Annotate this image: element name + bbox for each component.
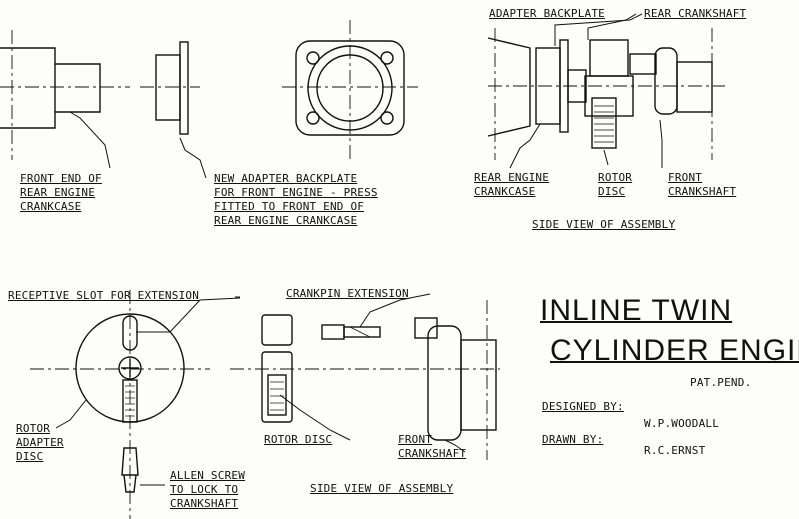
front-end-label-line2: REAR ENGINE (20, 186, 96, 199)
rotor-disc-bottom-label: ROTOR DISC (264, 433, 333, 446)
title-line2: CYLINDER ENGINE (550, 334, 799, 367)
rear-crankcase-part (0, 30, 130, 169)
front-end-label: FRONT END OF REAR ENGINE CRANKCASE (20, 172, 102, 214)
designed-by-label: DESIGNED BY: (542, 400, 624, 413)
rotor-disc-top-label-line2: DISC (598, 185, 626, 198)
front-end-label-line1: FRONT END OF (20, 172, 102, 185)
allen-screw-label-line1: ALLEN SCREW (170, 469, 246, 482)
rotor-adapter-disc-label-line2: ADAPTER (16, 436, 64, 449)
rotor-adapter-disc-label-line1: ROTOR (16, 422, 51, 435)
rear-engine-label-line1: REAR ENGINE (474, 171, 550, 184)
rotor-adapter-disc-label-line3: DISC (16, 450, 44, 463)
adapter-backplate-side (140, 41, 207, 179)
side-view-bottom-caption: SIDE VIEW OF ASSEMBLY (310, 482, 454, 495)
drawn-by-value: R.C.ERNST (644, 444, 706, 457)
new-adapter-label-line3: FITTED TO FRONT END OF (214, 200, 365, 213)
new-adapter-label-line1: NEW ADAPTER BACKPLATE (214, 172, 358, 185)
rotor-disc-top-label: ROTOR DISC (598, 171, 632, 199)
top-assembly (487, 13, 725, 169)
front-crankshaft-bottom-label-line2: CRANKSHAFT (398, 447, 467, 460)
new-adapter-label-line4: REAR ENGINE CRANKCASE (214, 214, 358, 227)
front-crankshaft-top-label-line2: CRANKSHAFT (668, 185, 737, 198)
rear-engine-label-line2: CRANKCASE (474, 185, 536, 198)
pat-pend: PAT.PEND. (690, 376, 752, 389)
crankpin-extension-label: CRANKPIN EXTENSION (286, 287, 409, 300)
rear-engine-label: REAR ENGINE CRANKCASE (474, 171, 549, 199)
front-crankshaft-bottom-label: FRONT CRANKSHAFT (398, 433, 466, 461)
front-crankshaft-top-label: FRONT CRANKSHAFT (668, 171, 736, 199)
bottom-assembly (230, 293, 500, 460)
front-end-label-line3: CRANKCASE (20, 200, 82, 213)
front-crankshaft-top-label-line1: FRONT (668, 171, 703, 184)
adapter-backplate-front (282, 20, 418, 160)
receptive-slot-label: RECEPTIVE SLOT FOR EXTENSION (8, 289, 200, 302)
drawn-by-label: DRAWN BY: (542, 433, 604, 446)
adapter-backplate-label: ADAPTER BACKPLATE (489, 7, 605, 20)
allen-screw-label-line2: TO LOCK TO (170, 483, 239, 496)
new-adapter-label-line2: FOR FRONT ENGINE - PRESS (214, 186, 378, 199)
front-crankshaft-bottom-label-line1: FRONT (398, 433, 433, 446)
allen-screw-label: ALLEN SCREW TO LOCK TO CRANKSHAFT (170, 469, 245, 511)
allen-screw-label-line3: CRANKSHAFT (170, 497, 239, 510)
designed-by-value: W.P.WOODALL (644, 417, 720, 430)
rotor-adapter-disc (30, 290, 241, 519)
side-view-top-caption: SIDE VIEW OF ASSEMBLY (532, 218, 676, 231)
rear-crankshaft-label: REAR CRANKSHAFT (644, 7, 747, 20)
rotor-adapter-disc-label: ROTOR ADAPTER DISC (16, 422, 64, 464)
title-line1: INLINE TWIN (540, 294, 733, 327)
rotor-disc-top-label-line1: ROTOR (598, 171, 633, 184)
new-adapter-label: NEW ADAPTER BACKPLATE FOR FRONT ENGINE -… (214, 172, 378, 228)
